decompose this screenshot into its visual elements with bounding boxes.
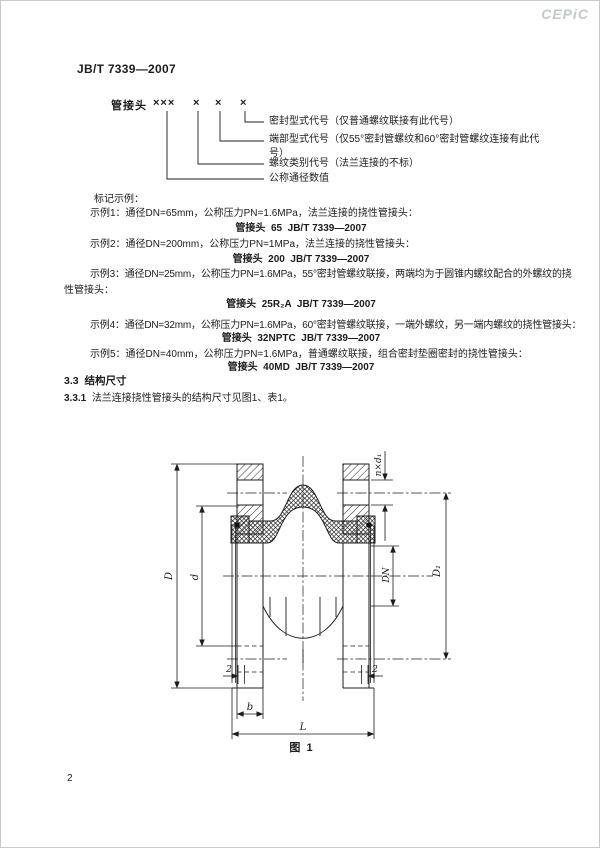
standard-number-header: JB/T 7339—2007 <box>77 62 176 76</box>
pipe-joint-section-drawing <box>171 451 451 739</box>
dim-label-DN: DN <box>382 566 392 583</box>
examples-heading: 标记示例： <box>94 194 144 205</box>
section-3-3-1-number: 3.3.1 <box>64 393 87 404</box>
dim-label-b: b <box>247 702 253 713</box>
designation-mark-2: × <box>193 97 201 109</box>
dim-label-L: L <box>299 722 307 733</box>
o-ring-dot-right <box>366 522 372 528</box>
figure-caption: 图 1 <box>289 742 313 754</box>
dim-label-n-d1: n×d₁ <box>374 454 384 477</box>
dim-label-D: D <box>164 572 175 581</box>
section-3-3-1-text: 法兰连接挠性管接头的结构尺寸见图1、表1。 <box>91 393 293 404</box>
o-ring-dot-left <box>234 522 240 528</box>
cepic-watermark: CEPiC <box>541 6 589 22</box>
example-2-desc: 示例2：通径DN=200mm，公称压力PN=1MPa，法兰连接的挠性管接头： <box>90 239 416 250</box>
example-3-desc-cont: 性管接头： <box>64 285 114 296</box>
example-3-desc: 示例3：通径DN=25mm，公称压力PN=1.6MPa，55°密封管螺纹联接，两… <box>90 269 572 280</box>
dimension-lines <box>171 451 449 739</box>
hidden-bolt-hole-lines <box>237 645 369 673</box>
example-4-desc: 示例4：通径DN=32mm，公称压力PN=1.6MPa，60°密封管螺纹联接，一… <box>90 320 582 331</box>
page-number: 2 <box>67 773 73 784</box>
section-3-3-1-line: 3.3.1 法兰连接挠性管接头的结构尺寸见图1、表1。 <box>64 392 293 405</box>
rubber-bellows-body <box>248 484 358 544</box>
hub-outline <box>231 525 375 689</box>
designation-mark-3: × <box>215 97 223 109</box>
example-2-code: 管接头 200 JB/T 7339—2007 <box>232 254 370 265</box>
example-1-desc: 示例1：通径DN=65mm，公称压力PN=1.6MPa，法兰连接的挠性管接头： <box>90 208 418 219</box>
example-1-code: 管接头 65 JB/T 7339—2007 <box>235 223 367 234</box>
example-4-code: 管接头 32NPTC JB/T 7339—2007 <box>221 333 381 344</box>
callout-seal-type: 密封型式代号（仅普通螺纹联接有此代号） <box>269 116 459 127</box>
dim-label-gap-left: 2 <box>225 665 232 675</box>
left-flange-section <box>236 463 264 535</box>
bellows-outside-view <box>262 597 344 663</box>
section-3-3-title: 结构尺寸 <box>84 375 127 387</box>
designation-mark-4: × <box>240 97 248 109</box>
section-3-3-heading: 3.3 结构尺寸 <box>64 375 126 388</box>
designation-prefix: 管接头 <box>111 100 147 112</box>
example-3-code: 管接头 25R₂A JB/T 7339—2007 <box>226 299 376 310</box>
callout-end-type: 端部型式代号（仅55°密封管螺纹和60°密封管螺纹连接有此代号） <box>269 134 540 159</box>
rubber-bead-right <box>356 515 376 544</box>
rubber-bead-left <box>230 515 250 544</box>
designation-connector-lines <box>166 111 264 180</box>
dim-label-gap-right: 2 <box>371 665 378 675</box>
designation-mark-group: ××× <box>153 97 176 109</box>
example-5-desc: 示例5：通径DN=40mm，公称压力PN=1.6MPa，普通螺纹联接，组合密封垫… <box>90 349 528 360</box>
right-flange-section <box>342 463 370 535</box>
example-5-code: 管接头 40MD JB/T 7339—2007 <box>227 362 375 373</box>
section-3-3-number: 3.3 <box>64 375 79 387</box>
dim-label-D1: D₁ <box>432 565 443 578</box>
dim-label-d: d <box>190 574 201 580</box>
callout-thread-class: 螺纹类别代号（法兰连接的不标） <box>269 158 419 169</box>
callout-nominal-diameter: 公称通径数值 <box>269 173 329 184</box>
